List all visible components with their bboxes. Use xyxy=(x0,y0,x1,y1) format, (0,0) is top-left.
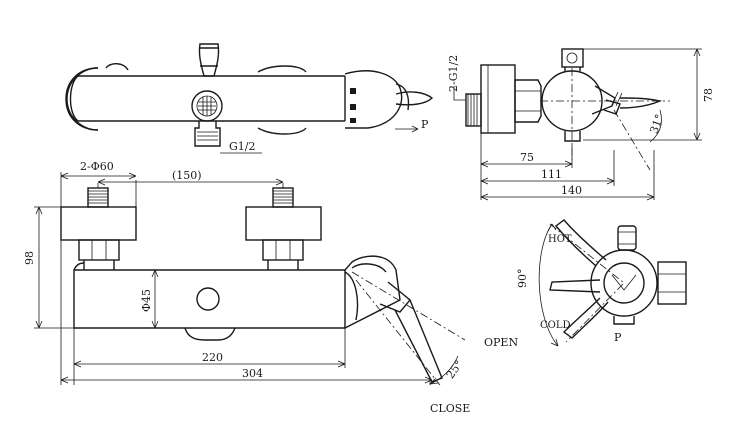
front-view: 25° OPEN CLOSE 2-Φ60 (150) 98 Φ45 220 30… xyxy=(23,160,518,415)
label-outlet-thread: G1/2 xyxy=(229,140,256,153)
label-dim-75: 75 xyxy=(520,151,534,164)
handle-detail-view: 90° HOT COLD P xyxy=(516,219,687,347)
label-length-220: 220 xyxy=(202,351,223,364)
label-open: OPEN xyxy=(484,336,518,349)
label-length-304: 304 xyxy=(242,367,263,380)
label-side-thread: 2-G1/2 xyxy=(447,55,460,92)
label-height-98: 98 xyxy=(23,251,36,265)
label-height-78: 78 xyxy=(702,88,715,102)
label-front-angle: 25° xyxy=(444,358,466,381)
label-hot: HOT xyxy=(548,234,572,245)
label-handle-p: P xyxy=(614,331,622,344)
label-flange-diameter: 2-Φ60 xyxy=(80,160,114,173)
label-side-angle: 31° xyxy=(647,113,666,136)
label-body-diameter: Φ45 xyxy=(140,289,153,312)
label-top-p: P xyxy=(421,118,429,131)
label-centers-150: (150) xyxy=(172,169,202,182)
label-dim-140: 140 xyxy=(561,184,582,197)
window-grid xyxy=(198,96,216,116)
top-view: G1/2 P xyxy=(65,43,434,154)
label-close: CLOSE xyxy=(430,402,470,415)
side-view: 31° 2-G1/2 78 75 111 140 xyxy=(447,48,715,201)
label-rotation-angle: 90° xyxy=(516,269,529,289)
label-dim-111: 111 xyxy=(541,168,562,181)
label-cold: COLD xyxy=(540,320,571,331)
